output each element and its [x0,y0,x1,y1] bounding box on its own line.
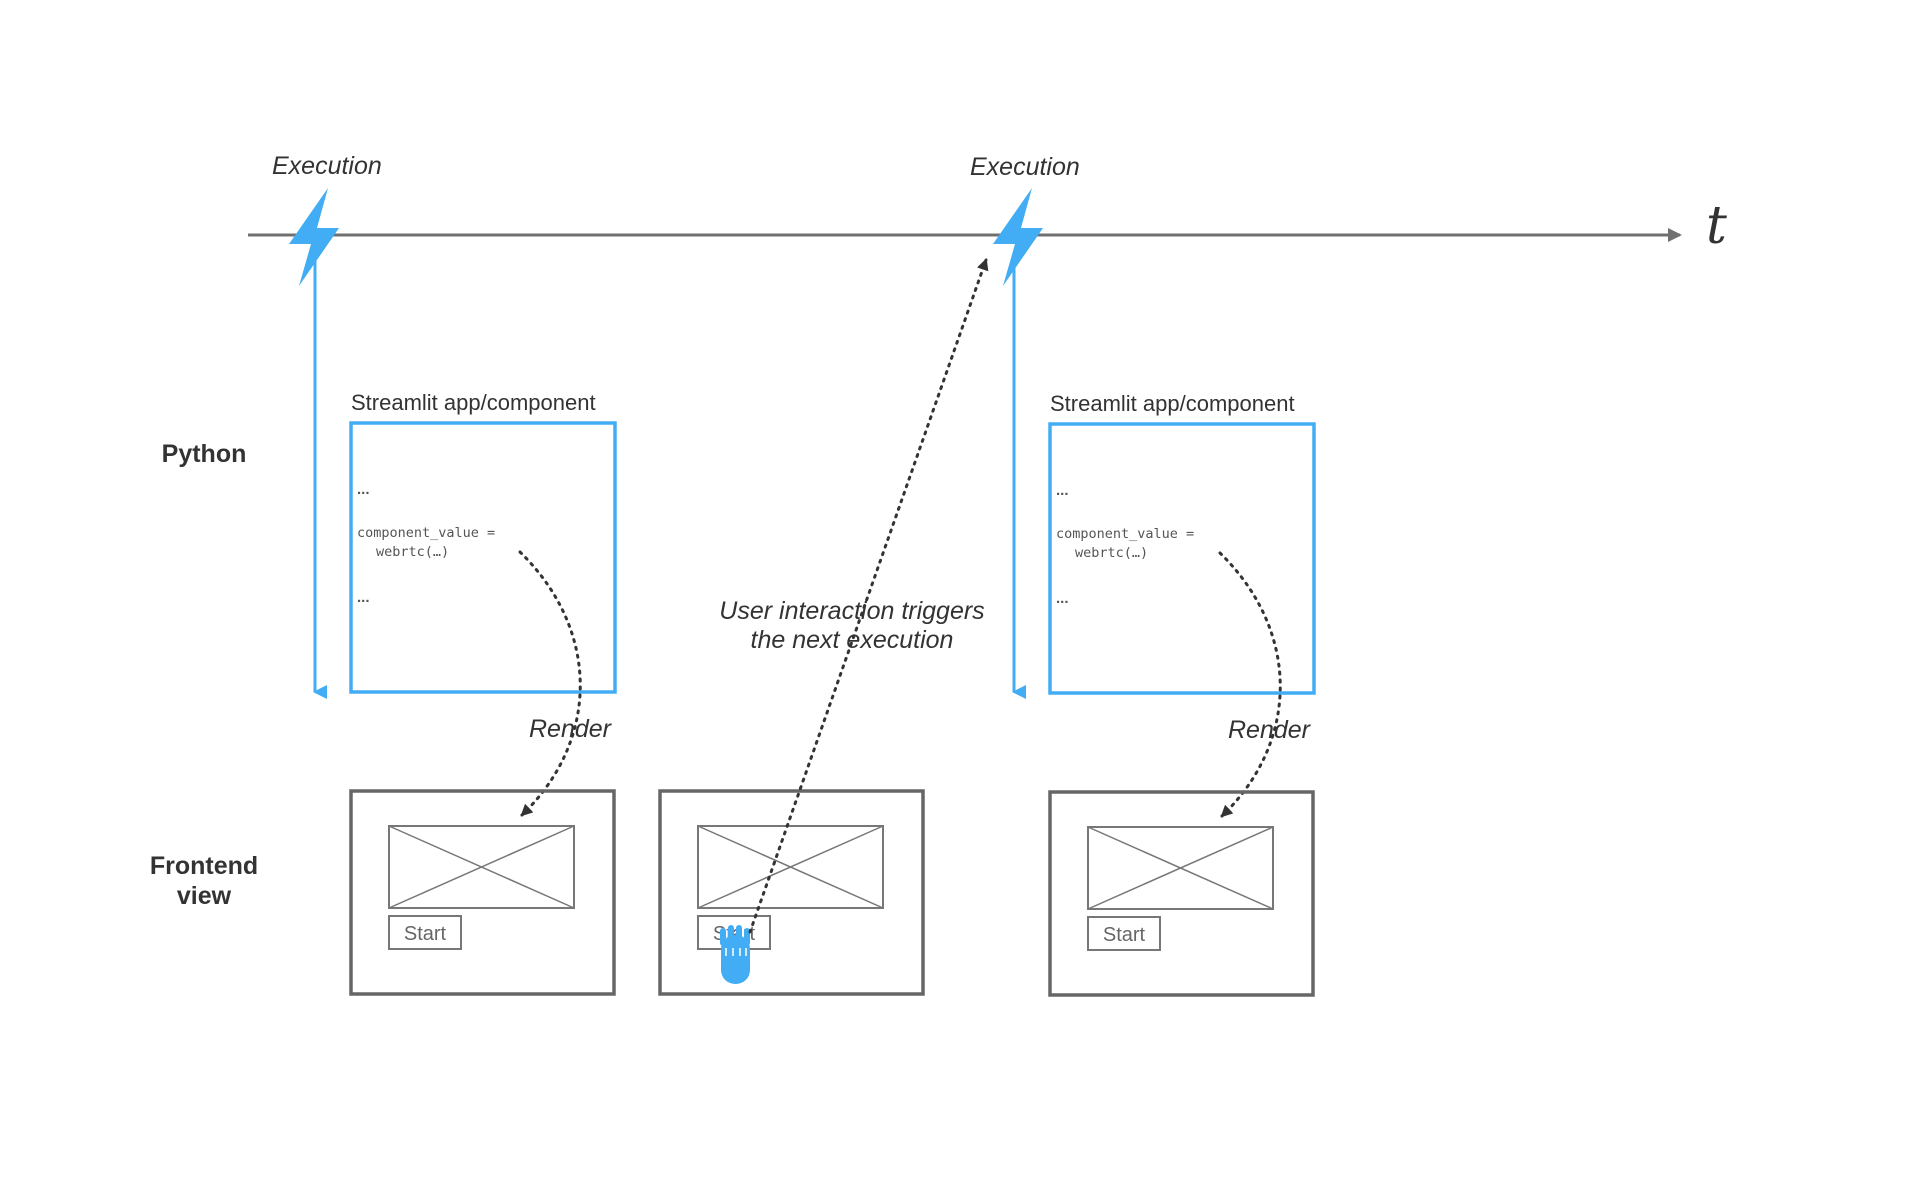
code-line-2: webrtc(…) [1075,545,1148,561]
code-ellipsis-bottom: ... [1056,590,1069,607]
python-box-2: Streamlit app/component ... component_va… [1048,391,1316,695]
start-button-label: Start [1103,924,1146,946]
timeline: t [248,196,1727,256]
code-line-2: webrtc(…) [376,544,449,560]
start-button-label: Start [404,923,447,945]
interaction-label-line1: User interaction triggers [719,597,984,625]
execution-label-1: Execution [272,152,382,180]
start-button[interactable]: Start [1087,916,1161,951]
python-box-title: Streamlit app/component [351,390,596,415]
interaction-arrow [748,258,989,934]
hand-pointer-icon [720,925,750,984]
execution-2: Execution [970,153,1080,699]
execution-label-2: Execution [970,153,1080,181]
row-label-frontend-line2: view [177,882,232,910]
lightning-bolt-icon [993,188,1043,286]
render-label-2: Render [1228,716,1312,744]
image-placeholder-icon [1087,826,1274,910]
image-placeholder-icon [697,825,884,909]
render-arrow-2 [1218,551,1282,818]
frontend-view-frame [1048,790,1315,997]
frontend-view-3: Start [1048,790,1315,997]
row-label-python: Python [162,440,247,468]
code-line-1: component_value = [1056,526,1194,542]
frontend-view-frame [658,789,925,996]
code-ellipsis-bottom: ... [357,589,370,606]
python-box-frame [1048,422,1316,695]
execution-1: Execution [272,152,382,699]
frontend-view-1: Start [349,789,616,996]
render-arrow-1 [518,550,582,817]
python-box-1: Streamlit app/component ... component_va… [349,390,617,694]
code-ellipsis-top: ... [1056,482,1069,499]
python-box-title: Streamlit app/component [1050,391,1295,416]
code-ellipsis-top: ... [357,481,370,498]
time-axis-label: t [1706,196,1727,256]
lightning-bolt-icon [289,188,339,286]
row-label-frontend-line1: Frontend [150,852,258,880]
code-line-1: component_value = [357,525,495,541]
image-placeholder-icon [388,825,575,909]
python-box-frame [349,421,617,694]
frontend-view-2: Start [658,789,925,996]
interaction-label-line2: the next execution [751,626,954,654]
start-button[interactable]: Start [388,915,462,950]
frontend-view-frame [349,789,616,996]
render-label-1: Render [529,715,613,743]
